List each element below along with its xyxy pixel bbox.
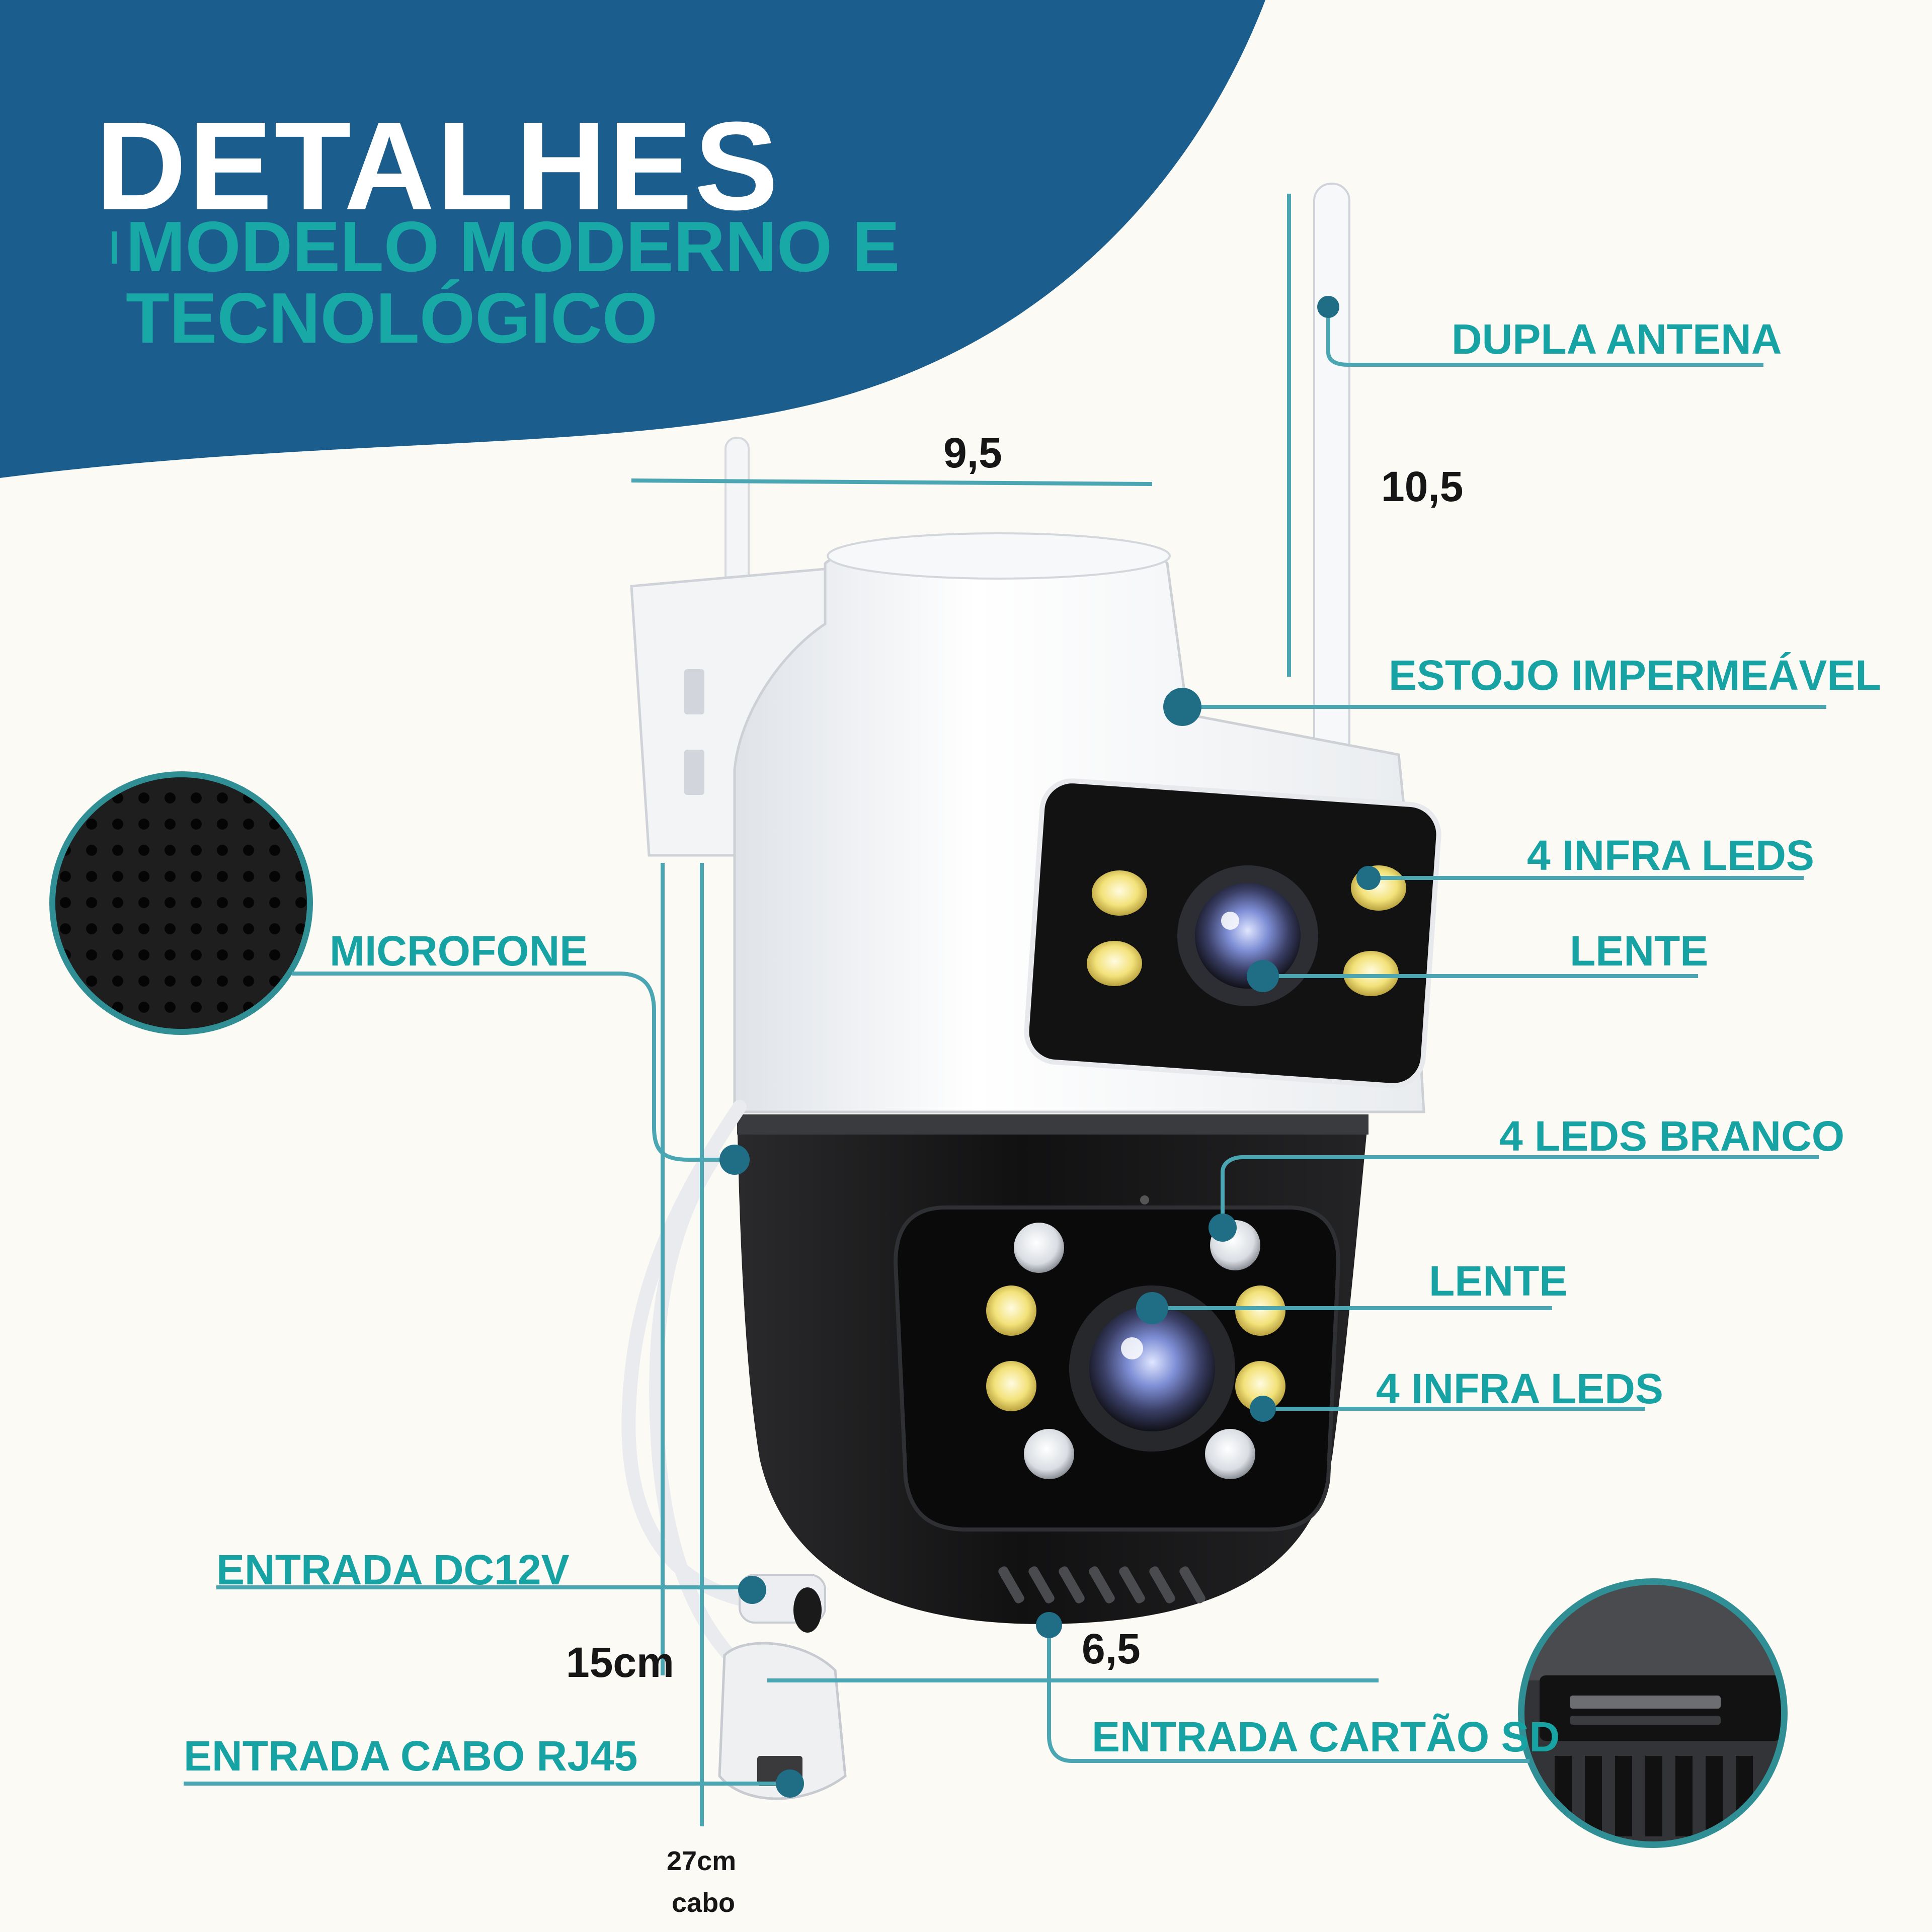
- microphone-closeup: [49, 771, 313, 1035]
- dimension-depth: 6,5: [1082, 1625, 1141, 1672]
- dimension-cable-word: cabo: [672, 1888, 736, 1918]
- label-entrada-dc12v: ENTRADA DC12V: [216, 1546, 570, 1593]
- dimension-width: 9,5: [943, 429, 1002, 476]
- dimension-cable-length: 27cm: [667, 1846, 737, 1876]
- right-antenna: [1313, 183, 1350, 803]
- label-infra-leds-bottom: 4 INFRA LEDS: [1376, 1365, 1663, 1412]
- subtitle-accent-bar: [112, 231, 117, 264]
- page-subtitle: MODELO MODERNO E TECNOLÓGICO: [126, 207, 900, 358]
- dimension-height: 10,5: [1381, 463, 1464, 510]
- label-entrada-rj45: ENTRADA CABO RJ45: [184, 1732, 638, 1780]
- label-leds-branco: 4 LEDS BRANCO: [1499, 1112, 1845, 1160]
- sd-card-closeup: [1518, 1578, 1788, 1848]
- label-dupla-antena: DUPLA ANTENA: [1452, 315, 1782, 363]
- label-lente-bottom: LENTE: [1429, 1257, 1568, 1305]
- label-lente-top: LENTE: [1570, 927, 1709, 975]
- header-background: [0, 0, 1265, 478]
- label-estojo-impermeavel: ESTOJO IMPERMEÁVEL: [1389, 652, 1881, 699]
- cables: [621, 1100, 752, 1677]
- label-microfone: MICROFONE: [330, 927, 588, 975]
- speaker-grille: [998, 1566, 1205, 1603]
- dimension-pigtail-length: 15cm: [566, 1639, 674, 1686]
- label-entrada-sd: ENTRADA CARTÃO SD: [1092, 1713, 1560, 1760]
- leader-lines: [184, 194, 1826, 1826]
- label-infra-leds-top: 4 INFRA LEDS: [1527, 832, 1814, 879]
- leader-dots: [719, 296, 1381, 1798]
- page-title: DETALHES: [96, 96, 780, 236]
